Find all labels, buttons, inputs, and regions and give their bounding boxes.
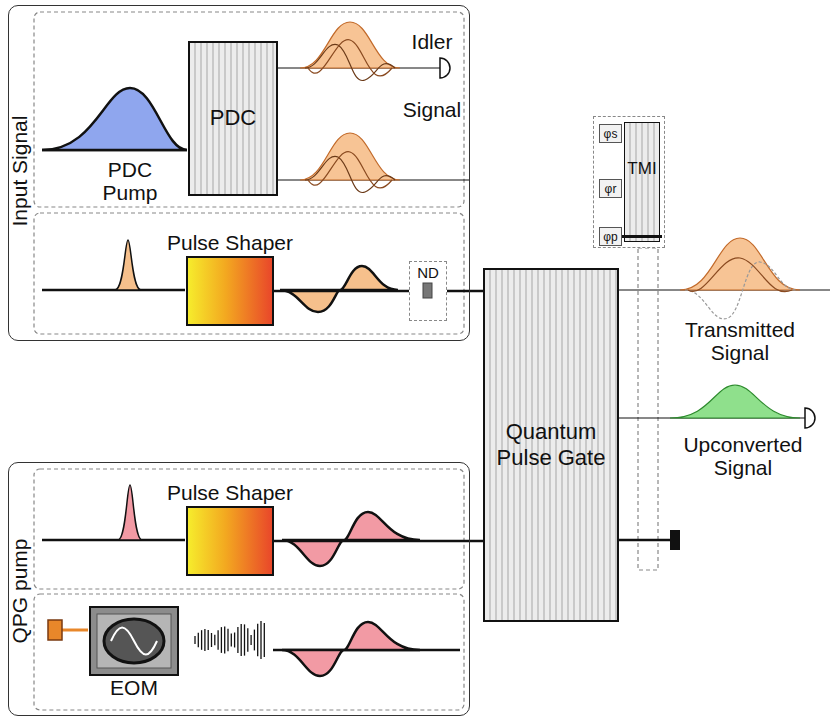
- drawing-part: [97, 614, 171, 668]
- grad-box: Pulse Shaper: [186, 256, 274, 326]
- sub-panels: [34, 12, 658, 710]
- drawing-part: [688, 258, 792, 292]
- drawing-part: [104, 619, 164, 663]
- drawing-part: [217, 630, 218, 650]
- drawing-part: [34, 213, 464, 334]
- drawing-part: [214, 635, 215, 646]
- idler-modes: [300, 22, 400, 81]
- drawing-part: [42, 289, 185, 292]
- eom-shaped-pump: [282, 622, 420, 676]
- beam-connector: [274, 540, 483, 543]
- detector: [805, 408, 815, 428]
- drawing-part: [211, 633, 212, 647]
- node-label: PDC: [204, 105, 262, 131]
- signal-label: Signal: [402, 98, 462, 121]
- phi-box: φs: [599, 124, 622, 143]
- node-label: Pulse Shaper: [167, 231, 293, 255]
- drawing-part: [244, 624, 245, 655]
- drawing-part: [237, 627, 238, 653]
- drawing-part: [34, 12, 464, 207]
- drawing-part: [194, 636, 195, 644]
- node-label: TMI: [627, 159, 656, 179]
- signal-modes: [300, 133, 400, 193]
- node-label: φp: [603, 230, 617, 244]
- node-label: φr: [605, 182, 617, 196]
- node-label: ND: [417, 264, 439, 281]
- shaped-pump: [282, 512, 420, 566]
- panel-box: Input SignalPDCPulse ShaperND: [8, 5, 470, 341]
- nd-filter: [423, 283, 432, 298]
- panel-box: QPG pumpPulse ShaperEOM: [8, 462, 470, 716]
- signal-label: PDC Pump: [90, 158, 170, 204]
- pump-pulse: [118, 485, 142, 540]
- cw-laser: [48, 620, 62, 640]
- drawing-part: [42, 539, 185, 542]
- shaped-input: [280, 266, 398, 312]
- drawing-part: [305, 156, 395, 192]
- transmitted-modes: [680, 238, 800, 319]
- drawing-part: [224, 626, 225, 653]
- tmi-waveguide-chip: [624, 122, 660, 242]
- signal-label: Upconverted Signal: [668, 433, 818, 479]
- node-label: φs: [604, 127, 618, 141]
- upconverted-pulse: [670, 385, 800, 418]
- drawing-part: [34, 594, 464, 710]
- drawing-part: [264, 623, 265, 657]
- eom-box: EOM: [89, 606, 179, 676]
- phi-box: φp: [599, 227, 622, 246]
- node-label: EOM: [110, 676, 158, 700]
- phi-box: φr: [599, 179, 622, 198]
- drawing-part: [227, 629, 228, 651]
- drawing-part: [201, 630, 202, 650]
- node-label: Quantum Pulse Gate: [485, 419, 617, 472]
- drawing-part: [638, 248, 658, 570]
- beam-lines: [42, 68, 830, 650]
- modulator-symbol: [91, 608, 177, 674]
- stripe-box: PDC: [188, 41, 278, 196]
- drawing-part: [250, 635, 251, 645]
- beam-connector: [447, 290, 483, 293]
- detector: [440, 58, 450, 78]
- drawing-part: [234, 633, 235, 648]
- tmi-box: TMI φs φr φp: [593, 116, 665, 248]
- drawing-part: [300, 133, 400, 180]
- drawing-part: [34, 469, 464, 589]
- node-label: QPG pump: [8, 538, 32, 643]
- beam-connector: [274, 290, 409, 293]
- drawing-part: [300, 22, 400, 68]
- drawing-part: [204, 629, 205, 651]
- grad-box: Pulse Shaper: [186, 506, 274, 576]
- frequency-comb: [195, 621, 264, 659]
- drawing-part: [241, 624, 242, 656]
- drawing-part: [221, 627, 222, 653]
- drawing-part: [613, 539, 670, 542]
- drawing-part: [257, 624, 258, 657]
- signal-label: Idler: [402, 30, 462, 53]
- node-label: Pulse Shaper: [167, 481, 293, 505]
- drawing-part: [198, 633, 199, 647]
- drawing-part: [231, 634, 232, 647]
- drawing-part: [62, 629, 88, 632]
- nd-box: ND: [409, 261, 447, 321]
- drawing-part: [208, 630, 209, 650]
- drawing-part: [260, 621, 261, 659]
- drawing-part: [111, 628, 157, 655]
- drawing-part: [254, 630, 255, 651]
- input-pulse: [115, 240, 141, 290]
- pump-gaussian: [42, 88, 187, 150]
- node-label: Input Signal: [8, 116, 32, 227]
- drawing-part: [308, 152, 392, 188]
- signal-label: Transmitted Signal: [665, 318, 815, 364]
- beam-dump: [670, 530, 680, 550]
- drawing-part: [308, 40, 392, 76]
- pump-waveguide: [622, 235, 662, 238]
- drawing-part: [247, 628, 248, 651]
- drawing-part: [305, 44, 395, 80]
- stripe-box: Quantum Pulse Gate: [483, 268, 619, 622]
